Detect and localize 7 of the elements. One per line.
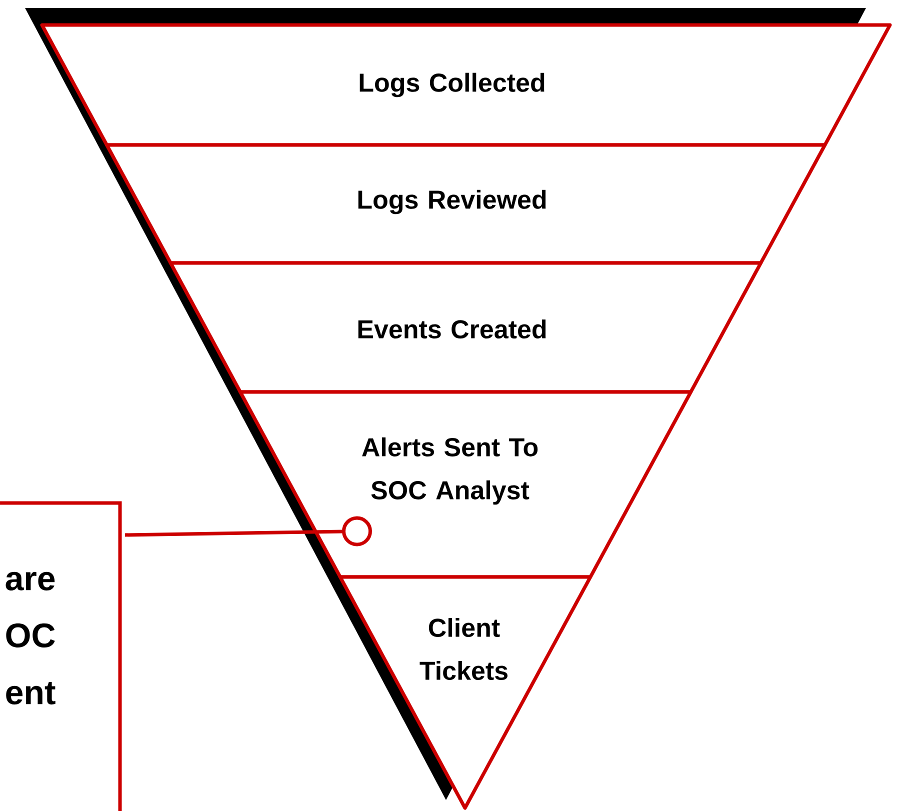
funnel-band: Client Tickets [338,575,592,810]
funnel-band: Alerts Sent To SOC Analyst [238,390,693,579]
funnel-band: Events Created [168,261,763,394]
funnel-band: Logs Reviewed [105,143,827,265]
funnel-band: Logs Collected [40,23,892,147]
leader-line [124,516,372,546]
text-box: are OC ent [0,501,122,811]
